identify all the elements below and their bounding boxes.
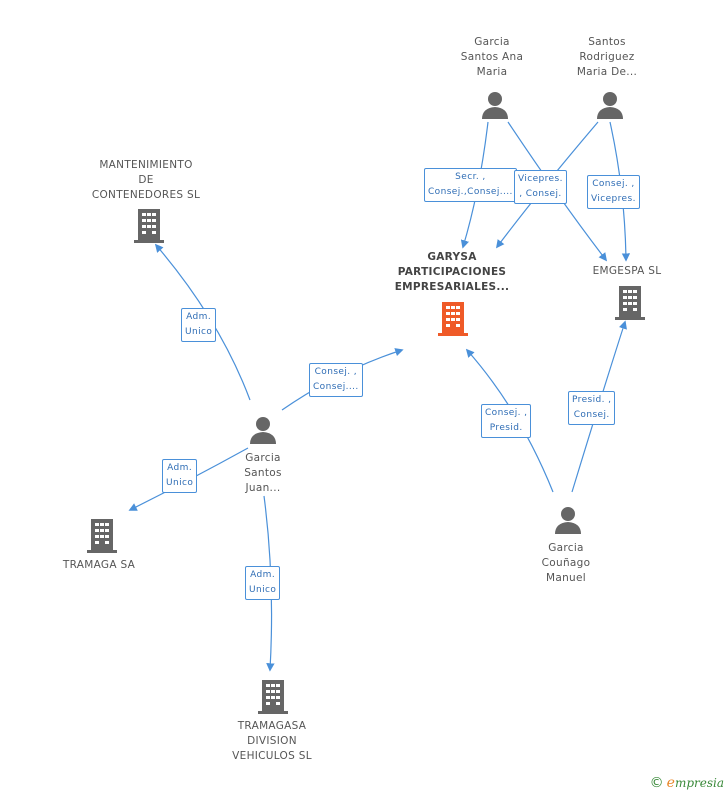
node-label-garcia-santos-juan[interactable]: Garcia Santos Juan...	[244, 452, 282, 494]
role-box-ana-garysa[interactable]: Secr. , Consej.,Consej....	[424, 168, 517, 202]
person-icon[interactable]	[481, 91, 509, 119]
node-label-garcia-santos-ana[interactable]: Garcia Santos Ana Maria	[460, 36, 524, 78]
role-box-manuel-garysa[interactable]: Consej. , Presid.	[481, 404, 532, 438]
node-label-garcia-counago[interactable]: Garcia Couñago Manuel	[541, 542, 591, 584]
brand-logo: empresia	[666, 775, 724, 791]
person-icon[interactable]	[596, 91, 624, 119]
role-box-juan-tramagasa[interactable]: Adm. Unico	[245, 566, 281, 600]
copyright-symbol: ©	[649, 775, 664, 791]
brand-rest: mpresia	[674, 776, 724, 790]
brand-initial: e	[666, 775, 675, 791]
role-box-santos-garysa[interactable]: Vicepres. , Consej.	[514, 170, 567, 204]
building-icon[interactable]	[258, 680, 288, 714]
role-box-juan-mantenimiento[interactable]: Adm. Unico	[181, 308, 217, 342]
building-icon-focus[interactable]	[438, 302, 468, 336]
footer-brand[interactable]: ©empresia	[650, 775, 724, 791]
role-box-manuel-emgespa[interactable]: Presid. , Consej.	[568, 391, 616, 425]
node-label-mantenimiento[interactable]: MANTENIMIENTO DE CONTENEDORES SL	[91, 159, 201, 201]
role-box-juan-tramaga[interactable]: Adm. Unico	[162, 459, 198, 493]
node-label-tramagasa[interactable]: TRAMAGASA DIVISION VEHICULOS SL	[232, 720, 312, 762]
node-label-santos-rodriguez[interactable]: Santos Rodriguez Maria De...	[576, 36, 638, 78]
role-box-juan-garysa[interactable]: Consej. , Consej....	[309, 363, 363, 397]
node-label-garysa[interactable]: GARYSA PARTICIPACIONES EMPRESARIALES...	[394, 251, 510, 293]
person-icon[interactable]	[249, 416, 277, 444]
building-icon[interactable]	[615, 286, 645, 320]
building-icon[interactable]	[134, 209, 164, 243]
node-label-tramaga[interactable]: TRAMAGA SA	[62, 559, 136, 571]
role-box-santos-emgespa[interactable]: Consej. , Vicepres.	[587, 175, 640, 209]
building-icon[interactable]	[87, 519, 117, 553]
node-label-emgespa[interactable]: EMGESPA SL	[592, 265, 662, 277]
person-icon[interactable]	[554, 506, 582, 534]
